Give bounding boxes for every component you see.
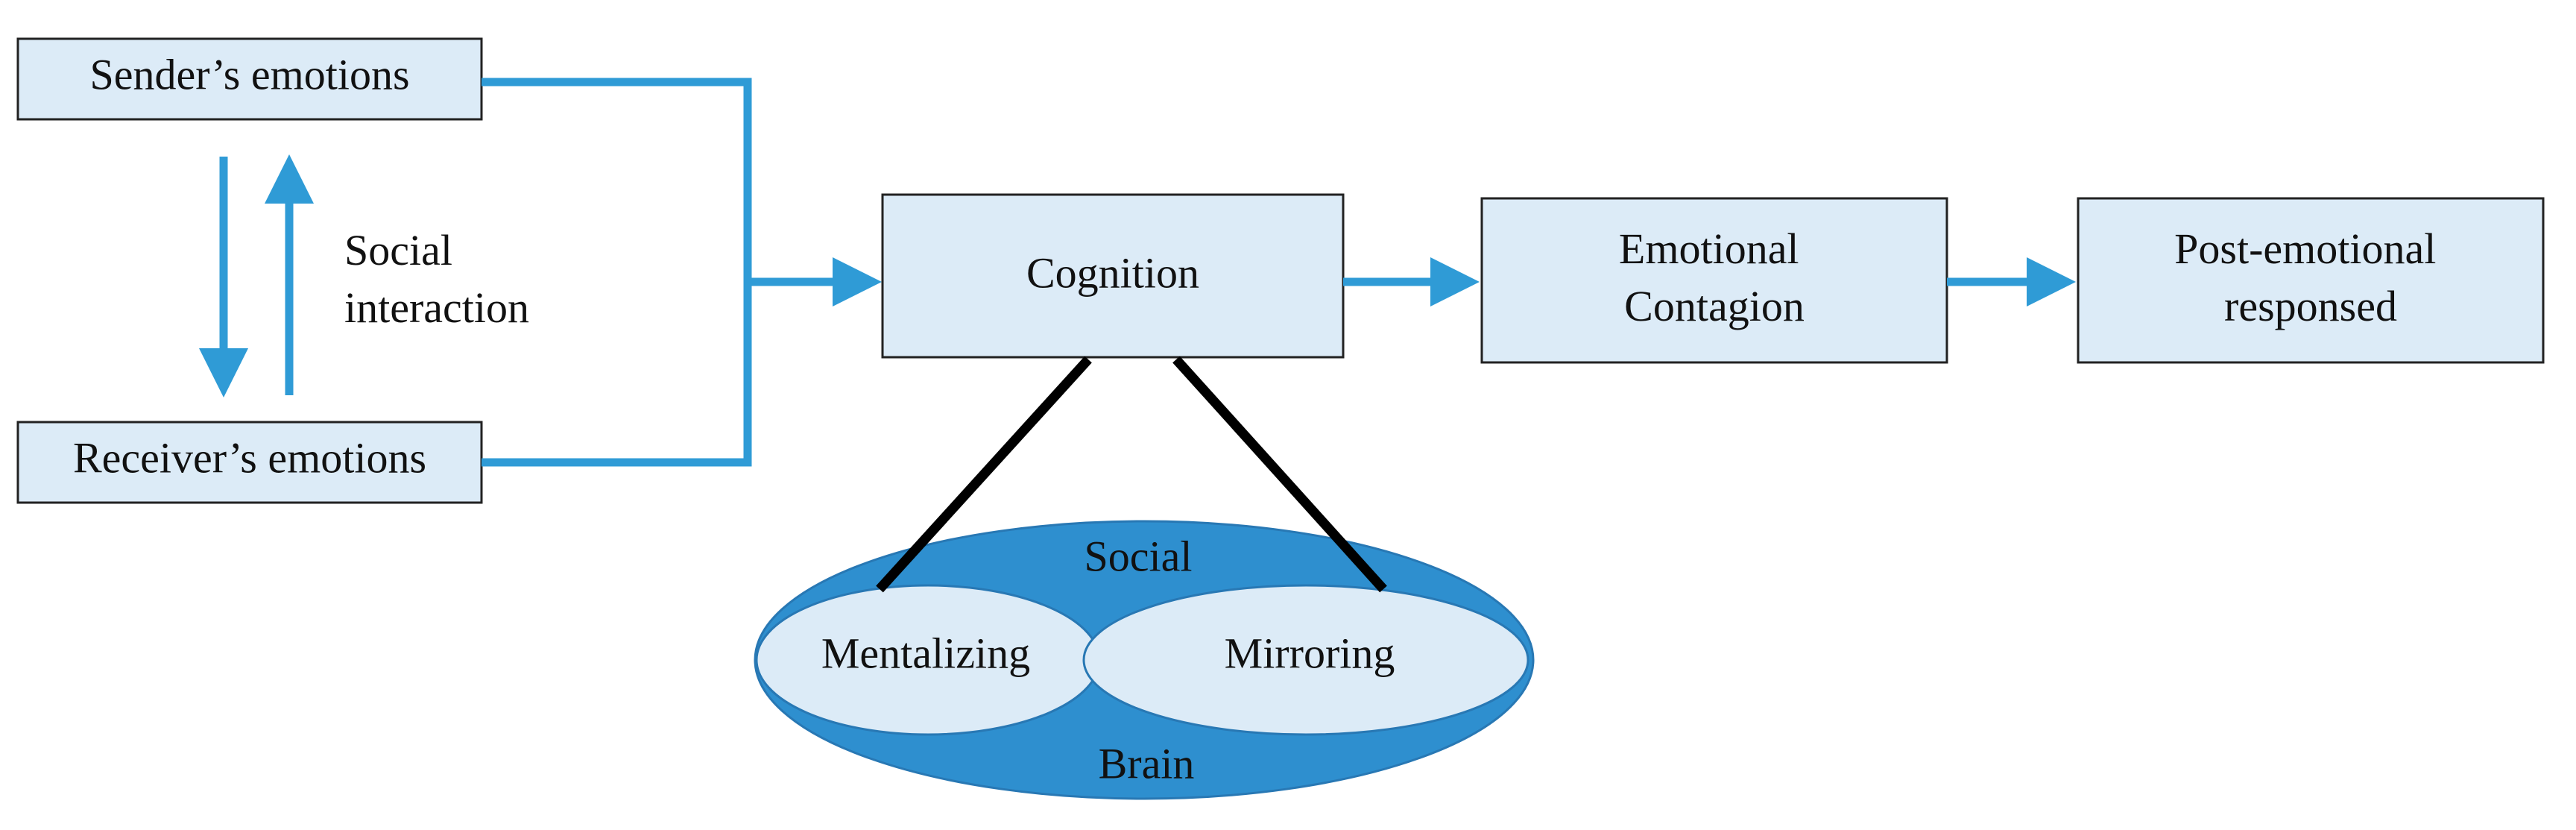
connector-sender <box>482 78 752 282</box>
mirroring-circle <box>1082 584 1530 736</box>
receiver-emotions-label: Receiver’s emotions <box>73 433 426 482</box>
emotional-contagion-label: Emotional Contagion <box>1619 224 1810 330</box>
connector-receiver <box>482 282 752 467</box>
post-emotional-box: Post-emotional responsed <box>2077 197 2545 364</box>
cognition-label: Cognition <box>1026 248 1199 297</box>
sender-emotions-label: Sender’s emotions <box>89 50 409 98</box>
mirroring-label: Mirroring <box>1225 629 1395 677</box>
brain-label: Brain <box>1099 739 1195 787</box>
emotional-contagion-box: Emotional Contagion <box>1480 197 1948 364</box>
post-emotional-label: Post-emotional responsed <box>2174 224 2447 330</box>
connector-cognition-mirroring <box>1172 356 1387 593</box>
sender-emotions-box: Sender’s emotions <box>16 37 483 121</box>
mentalizing-label: Mentalizing <box>821 629 1030 677</box>
cognition-box: Cognition <box>881 193 1345 359</box>
connector-cognition-mentalizing <box>876 356 1092 593</box>
social-interaction-label: Social interaction <box>344 226 529 332</box>
social-brain-diagram: Social Brain Mentalizing Mirroring <box>754 520 1535 800</box>
receiver-emotions-box: Receiver’s emotions <box>16 421 483 504</box>
social-label: Social <box>1085 532 1193 580</box>
